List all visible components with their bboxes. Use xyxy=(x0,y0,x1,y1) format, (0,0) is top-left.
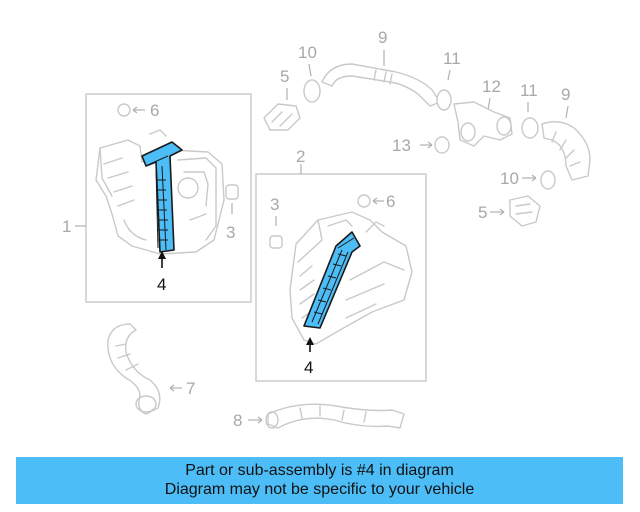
callout-8: 8 xyxy=(233,411,242,430)
callout-3-left: 3 xyxy=(226,223,235,242)
air-filter-element-left[interactable] xyxy=(141,141,183,253)
callout-2: 2 xyxy=(296,147,305,166)
callout-11-left: 11 xyxy=(443,49,461,68)
callout-4-left: 4 xyxy=(157,275,166,294)
callout-6-left: 6 xyxy=(150,101,159,120)
callout-11-right: 11 xyxy=(520,81,538,100)
banner-line-1: Part or sub-assembly is #4 in diagram xyxy=(185,462,454,479)
info-banner: Part or sub-assembly is #4 in diagram Di… xyxy=(16,457,623,504)
callout-5-bottom: 5 xyxy=(478,203,487,222)
callout-9-right: 9 xyxy=(561,85,570,104)
callout-10-top: 10 xyxy=(298,43,317,62)
intake-ducts-bottom: 7 8 xyxy=(107,323,405,430)
air-cleaner-assembly-left: 1 6 3 4 xyxy=(62,93,252,303)
callout-12: 12 xyxy=(482,77,501,96)
callout-7: 7 xyxy=(186,379,195,398)
callout-3-right: 3 xyxy=(270,195,279,214)
callout-6-right: 6 xyxy=(386,192,395,211)
callout-1: 1 xyxy=(62,217,71,236)
banner-line-2: Diagram may not be specific to your vehi… xyxy=(164,481,475,498)
callout-13: 13 xyxy=(392,136,411,155)
assembly-box-2 xyxy=(255,173,427,382)
callout-9-top: 9 xyxy=(378,28,387,47)
callout-5-top: 5 xyxy=(280,67,289,86)
assembly-box-1 xyxy=(85,93,252,303)
intake-hoses-top: 10 5 9 11 12 13 11 9 xyxy=(263,28,591,227)
callout-10-right: 10 xyxy=(500,169,519,188)
air-filter-element-right[interactable] xyxy=(303,231,361,329)
air-cleaner-assembly-right: 2 6 3 4 xyxy=(255,147,427,382)
callout-4-right: 4 xyxy=(304,358,313,377)
